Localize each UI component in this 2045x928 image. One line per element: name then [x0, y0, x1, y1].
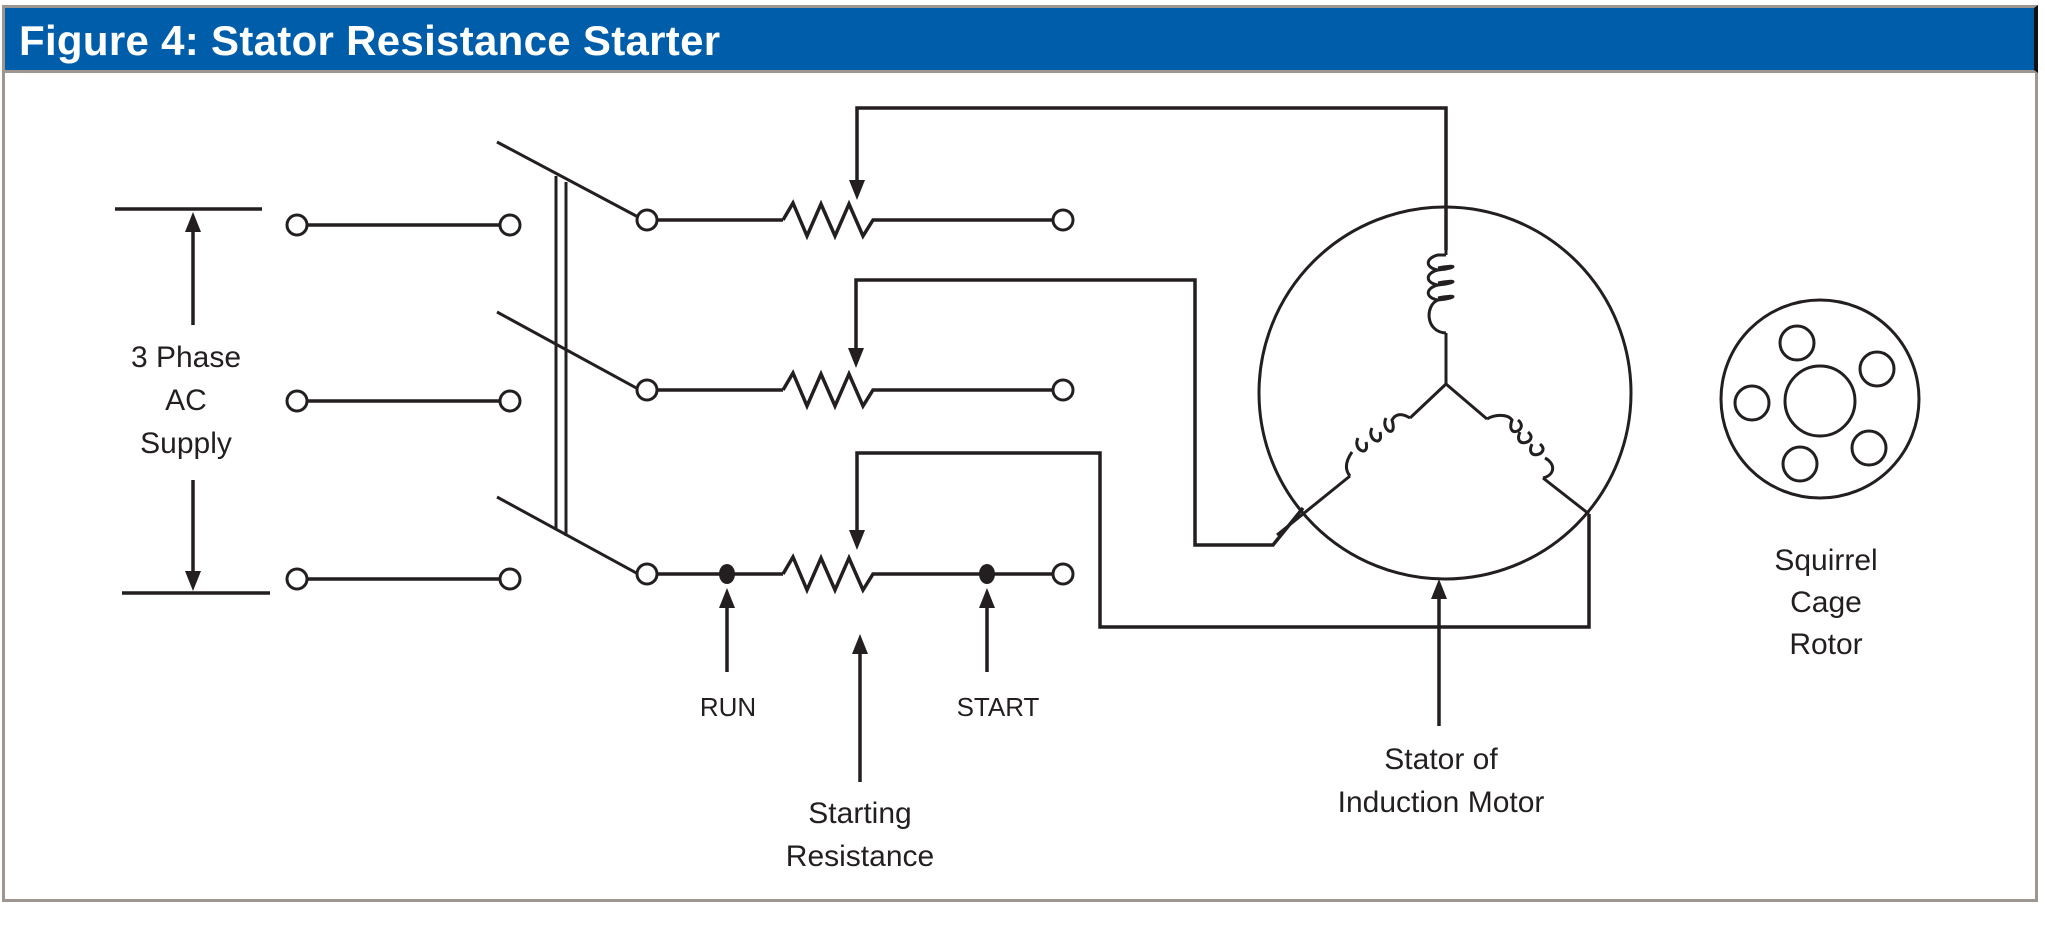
stator-label-line1: Stator of	[1384, 743, 1498, 776]
figure-title: Figure 4: Stator Resistance Starter	[19, 17, 721, 64]
rotor-bar	[1733, 384, 1771, 422]
supply-label-line2: AC	[165, 384, 207, 417]
rotor-label-line3: Rotor	[1789, 628, 1862, 661]
resistor-icon	[781, 199, 888, 241]
terminal-icon	[498, 567, 522, 591]
rotor-bar	[1781, 445, 1819, 483]
terminal-icon	[498, 389, 522, 413]
terminal-icon	[498, 213, 522, 237]
arrow-up-icon	[979, 588, 995, 608]
supply-label-line1: 3 Phase	[131, 341, 241, 374]
supply-arrow-down-icon	[185, 571, 201, 591]
start-pointer	[979, 588, 995, 672]
resistor-row-3	[635, 553, 1075, 595]
supply-line-2	[285, 389, 522, 413]
switch-blade-1	[496, 140, 641, 220]
wiper-lead-3	[849, 451, 1591, 629]
wiper-arrow-icon	[848, 348, 864, 368]
supply-line-3	[285, 567, 522, 591]
stator-winding-left	[1345, 413, 1411, 477]
terminal-icon	[285, 567, 309, 591]
starting-resistance-label-line2: Resistance	[786, 840, 934, 873]
figure-header: Figure 4: Stator Resistance Starter	[2, 5, 2038, 73]
arrow-up-icon	[852, 634, 868, 654]
terminal-icon	[1051, 378, 1075, 402]
stator-winding-right	[1486, 413, 1555, 480]
switch-blade-2	[496, 310, 641, 392]
rotor-label-line2: Cage	[1790, 586, 1862, 619]
switch-blade-3	[496, 495, 641, 577]
supply-label-line3: Supply	[140, 427, 232, 460]
start-label: START	[957, 692, 1040, 722]
terminal-icon	[1051, 208, 1075, 232]
supply-arrow-up-icon	[185, 212, 201, 232]
stator-motor	[1257, 205, 1633, 581]
squirrel-cage-rotor-icon	[1719, 298, 1921, 500]
wiper-arrow-icon	[849, 530, 865, 550]
stator-circle	[1257, 205, 1633, 581]
terminal-icon	[635, 562, 659, 586]
arrow-up-icon	[1431, 579, 1447, 599]
supply-indicator	[115, 207, 270, 595]
run-contact-dot	[719, 564, 735, 584]
rotor-outer-circle	[1719, 298, 1921, 500]
wiper-lead-1	[849, 106, 1448, 250]
terminal-icon	[635, 378, 659, 402]
resistor-icon	[781, 553, 888, 595]
wiper-arrow-icon	[849, 180, 865, 200]
terminal-icon	[285, 389, 309, 413]
wiper-lead-2	[848, 278, 1305, 547]
terminal-icon	[635, 208, 659, 232]
rotor-bar	[1850, 429, 1888, 467]
starting-resistance-pointer	[852, 634, 868, 782]
rotor-bar	[1778, 324, 1816, 362]
starting-resistance-label-line1: Starting	[808, 797, 911, 830]
arrow-up-icon	[719, 588, 735, 608]
rotor-bar	[1858, 350, 1896, 388]
triple-pole-switch	[496, 140, 641, 577]
run-pointer	[719, 588, 735, 672]
stator-winding-top	[1426, 253, 1455, 335]
resistor-icon	[781, 369, 888, 411]
stator-pointer	[1431, 579, 1447, 726]
start-contact-dot	[979, 564, 995, 584]
supply-line-1	[285, 213, 522, 237]
resistor-row-1	[635, 199, 1075, 241]
run-label: RUN	[700, 692, 756, 722]
terminal-icon	[1051, 562, 1075, 586]
stator-label-line2: Induction Motor	[1338, 786, 1545, 819]
rotor-shaft-circle	[1783, 364, 1857, 438]
terminal-icon	[285, 213, 309, 237]
rotor-label-line1: Squirrel	[1774, 544, 1877, 577]
resistor-row-2	[635, 369, 1075, 411]
